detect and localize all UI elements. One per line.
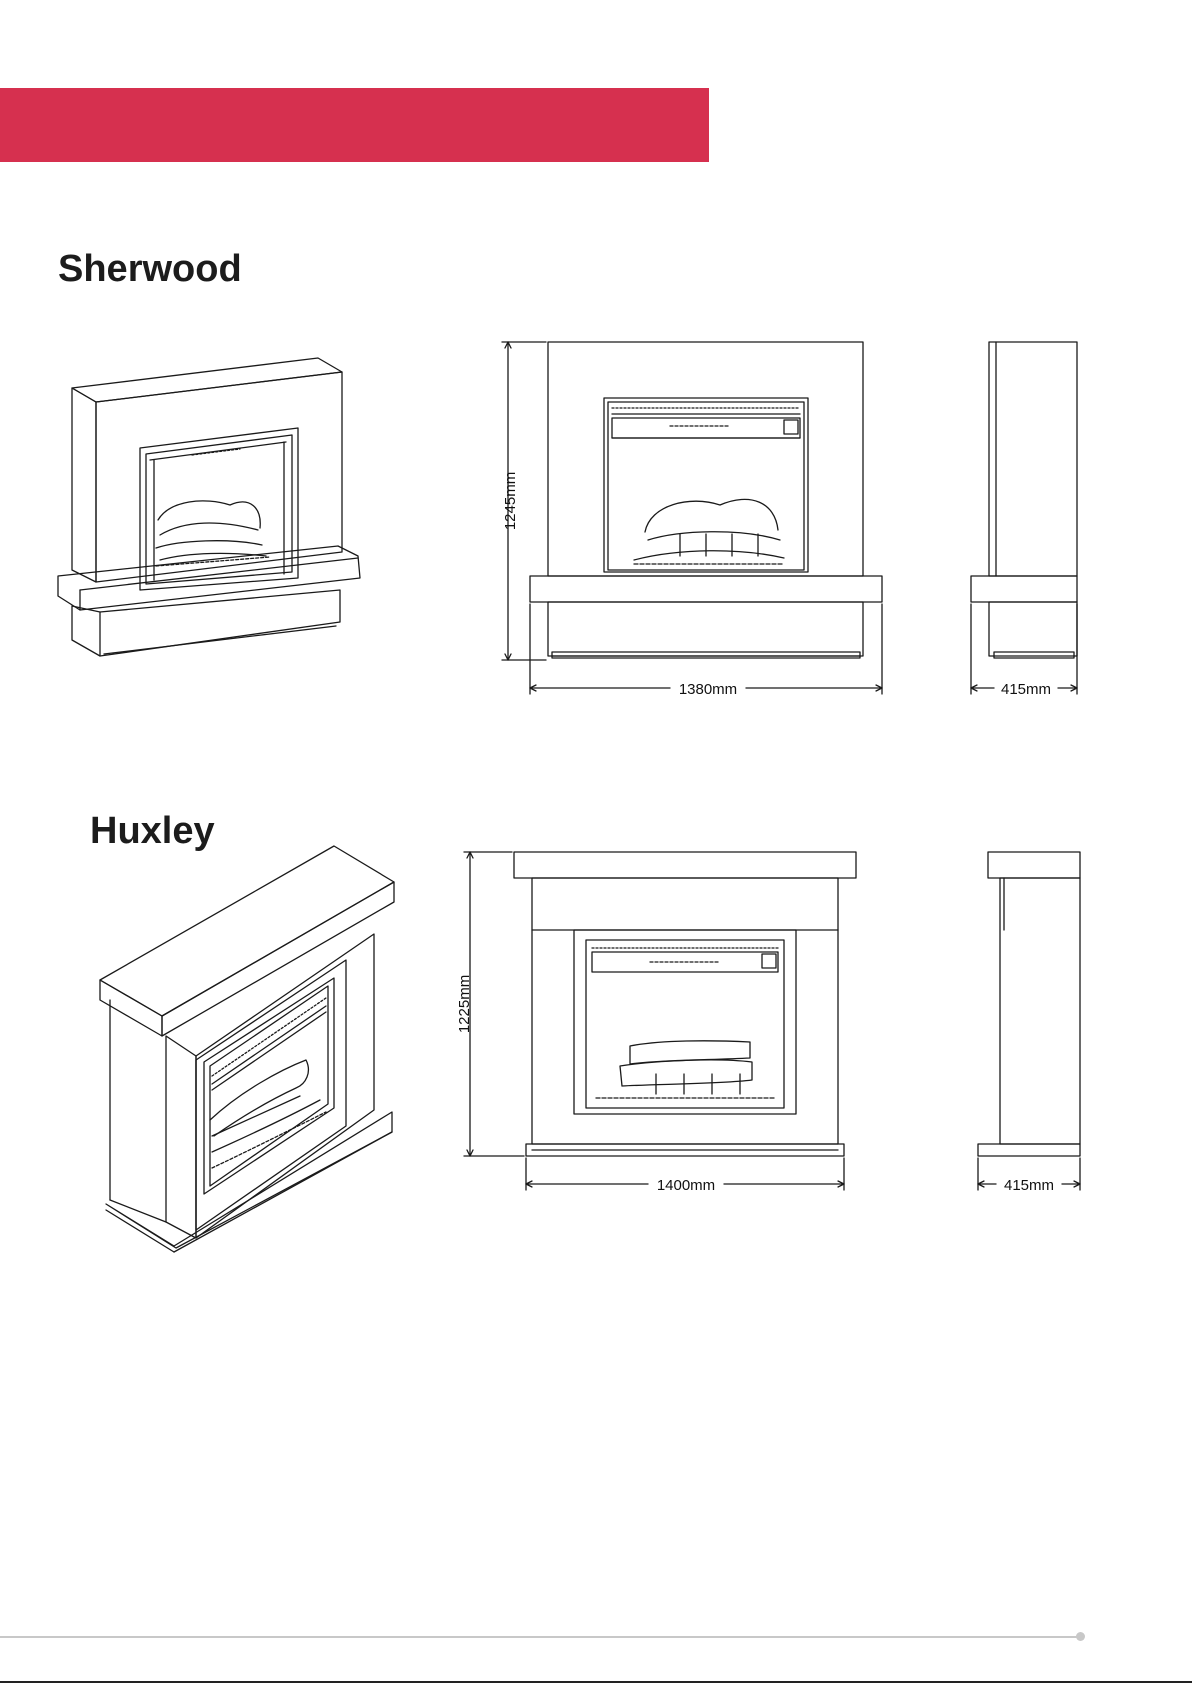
sherwood-front-drawing bbox=[502, 342, 882, 694]
huxley-front-drawing bbox=[464, 852, 856, 1190]
huxley-depth-label: 415mm bbox=[1004, 1177, 1054, 1194]
footer-dot bbox=[1076, 1632, 1085, 1641]
huxley-side-drawing bbox=[978, 852, 1080, 1190]
bottom-rule bbox=[0, 1681, 1192, 1683]
footer-line bbox=[0, 1636, 1078, 1638]
sherwood-perspective-drawing bbox=[58, 358, 360, 656]
sherwood-depth-label: 415mm bbox=[1001, 681, 1051, 698]
huxley-perspective-drawing bbox=[100, 846, 394, 1252]
huxley-width-label: 1400mm bbox=[657, 1177, 715, 1194]
sherwood-width-label: 1380mm bbox=[679, 681, 737, 698]
sherwood-side-drawing bbox=[971, 342, 1077, 694]
huxley-height-label: 1225mm bbox=[456, 975, 473, 1033]
sherwood-height-label: 1245mm bbox=[502, 472, 519, 530]
